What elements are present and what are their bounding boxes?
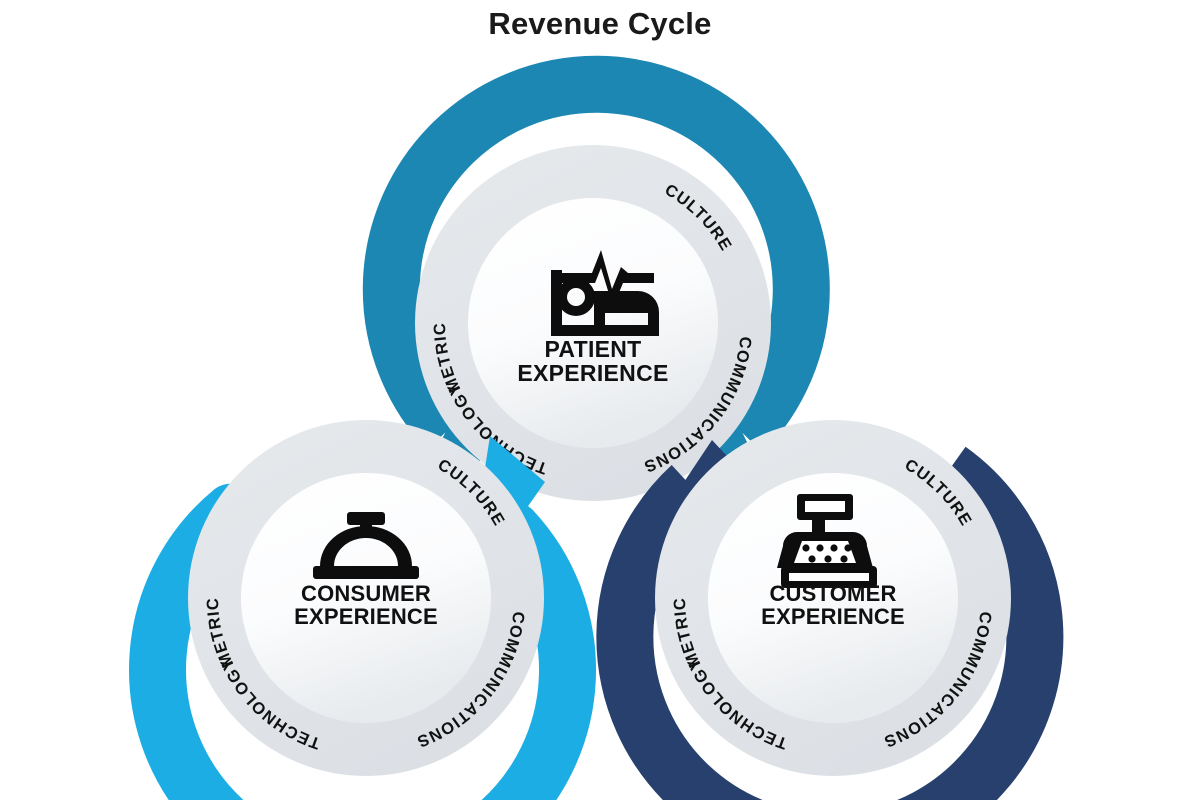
customer-inner-disc bbox=[708, 473, 958, 723]
patient-title-line2: EXPERIENCE bbox=[517, 360, 668, 386]
hospital-bed-patient-icon bbox=[551, 250, 659, 336]
service-bell-icon bbox=[313, 512, 419, 579]
consumer-title-line1: CONSUMER bbox=[301, 581, 431, 606]
consumer-inner-disc bbox=[241, 473, 491, 723]
customer-label-people: PEOPLE bbox=[0, 0, 7, 4]
patient-title-line1: PATIENT bbox=[544, 336, 641, 362]
customer-label-process: PROCESS bbox=[0, 0, 7, 4]
patient-inner-disc bbox=[468, 198, 718, 448]
customer-title-line2: EXPERIENCE bbox=[761, 604, 905, 629]
patient-label-process: PROCESS bbox=[0, 0, 7, 4]
cash-register-icon bbox=[777, 494, 877, 588]
consumer-label-people: PEOPLE bbox=[0, 0, 7, 4]
patient-label-people: PEOPLE bbox=[0, 0, 7, 4]
page-title: Revenue Cycle bbox=[488, 6, 712, 41]
consumer-label-process: PROCESS bbox=[0, 0, 7, 4]
customer-title-line1: CUSTOMER bbox=[769, 581, 896, 606]
consumer-title-line2: EXPERIENCE bbox=[294, 604, 438, 629]
